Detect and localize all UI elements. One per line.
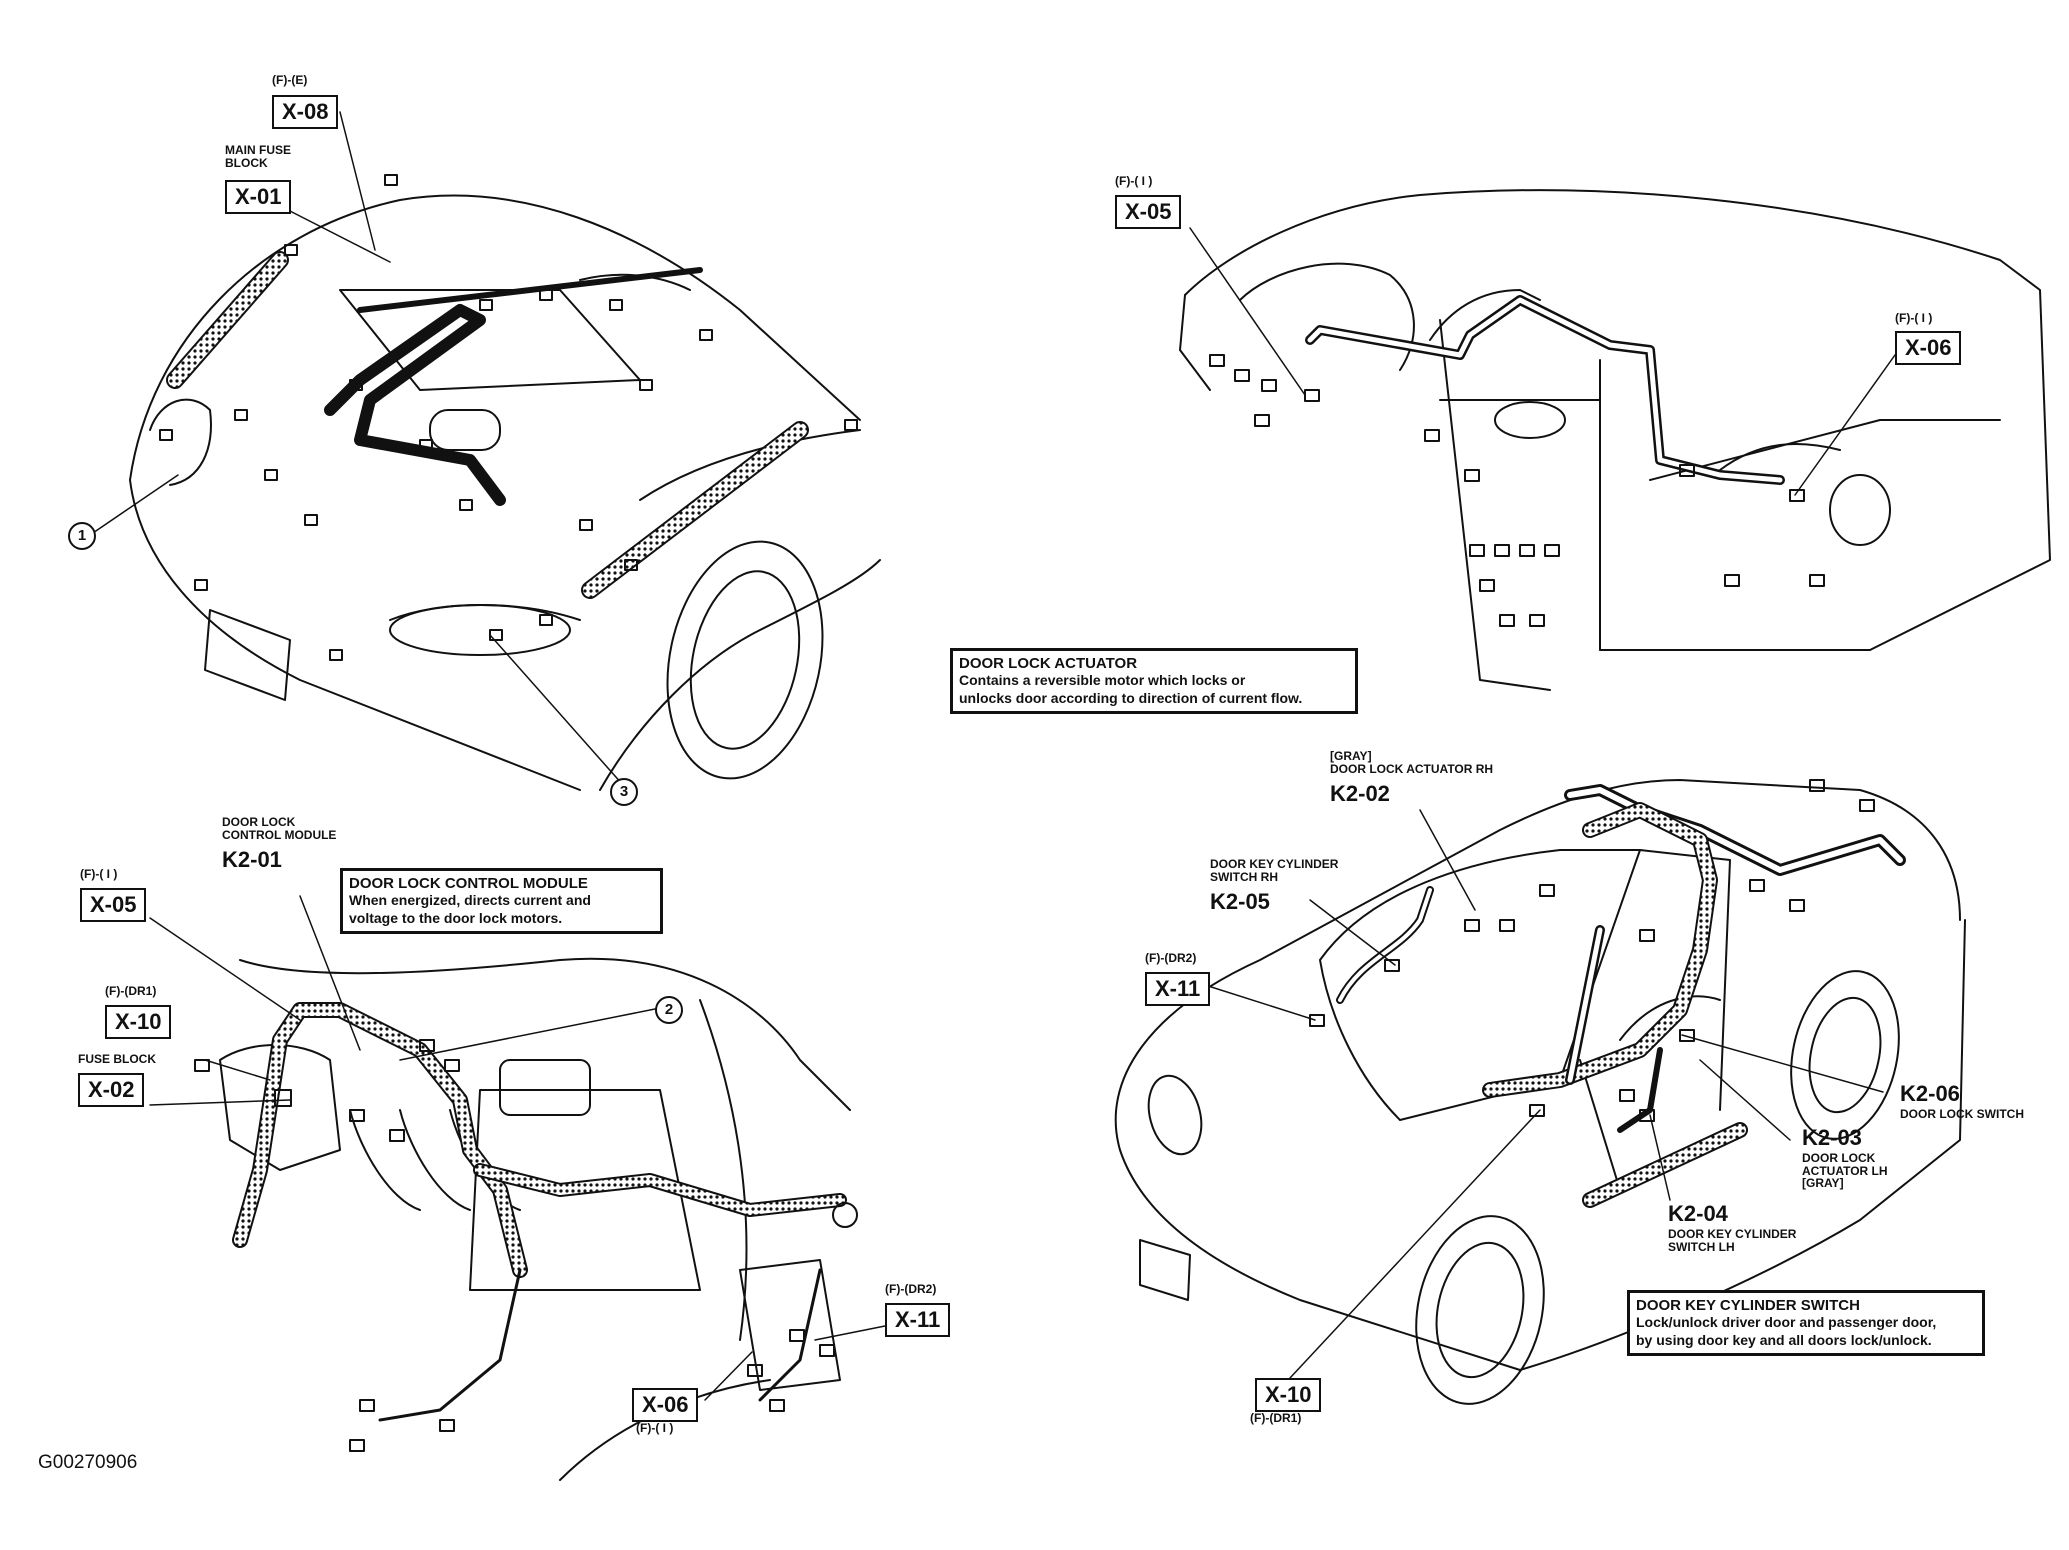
x06-location-q3: (F)-( I ) xyxy=(636,1421,674,1435)
x08-location: (F)-(E) xyxy=(272,73,308,87)
x10-connector-ref-q3: X-10 xyxy=(105,1005,172,1039)
engine-bay-illustration xyxy=(129,194,881,791)
x11-location-q3: (F)-(DR2) xyxy=(885,1282,937,1296)
x10-location-q4: (F)-(DR1) xyxy=(1250,1411,1302,1425)
harness-q3-b-fill xyxy=(475,1165,845,1215)
k2-06-code: K2-06 xyxy=(1900,1081,1960,1106)
dashboard-illustration xyxy=(219,957,851,1481)
door-lock-control-module-desc: When energized, directs current and volt… xyxy=(349,892,591,926)
k2-01-code: K2-01 xyxy=(222,847,282,872)
figure-id: G00270906 xyxy=(38,1452,138,1473)
leaders-q4 xyxy=(1204,809,1884,1379)
leaders-q2 xyxy=(1189,227,1896,496)
harness-q1-c xyxy=(357,267,703,313)
x02-connector-ref: X-02 xyxy=(78,1073,145,1107)
connectors-q4 xyxy=(1309,779,1875,1122)
callout-1: 1 xyxy=(68,522,96,550)
callout-3: 3 xyxy=(610,778,638,806)
door-lock-actuator-rh-label: [GRAY] DOOR LOCK ACTUATOR RH xyxy=(1330,749,1494,776)
connectors-q2 xyxy=(1209,354,1825,627)
door-key-cylinder-switch-desc: Lock/unlock driver door and passenger do… xyxy=(1636,1314,1937,1348)
x06-location-q2: (F)-( I ) xyxy=(1895,311,1933,325)
x01-connector-ref: X-01 xyxy=(225,180,292,214)
leaders-q1 xyxy=(89,111,624,786)
x11-location-q4: (F)-(DR2) xyxy=(1145,951,1197,965)
x06-connector-ref-q2: X-06 xyxy=(1895,331,1962,365)
main-fuse-block-label: MAIN FUSE BLOCK xyxy=(225,143,291,170)
x05-location-q3: (F)-( I ) xyxy=(80,867,118,881)
leaders-q3 xyxy=(149,895,886,1401)
x06-connector-ref-q3: X-06 xyxy=(632,1388,699,1422)
x10-location-q3: (F)-(DR1) xyxy=(105,984,157,998)
connectors-q1 xyxy=(159,174,858,661)
harness-q1-a-fill xyxy=(168,253,287,387)
harness-q1-main xyxy=(324,304,506,506)
door-lock-actuator-lh-label: DOOR LOCK ACTUATOR LH [GRAY] xyxy=(1802,1151,1888,1191)
x08-connector-ref: X-08 xyxy=(272,95,339,129)
harness-q1-b-fill xyxy=(583,423,807,597)
x05-connector-ref-q3: X-05 xyxy=(80,888,147,922)
door-lock-control-module-infobox: DOOR LOCK CONTROL MODULE When energized,… xyxy=(340,868,663,934)
door-key-cylinder-switch-infobox: DOOR KEY CYLINDER SWITCH Lock/unlock dri… xyxy=(1627,1290,1985,1356)
harness-q2-main xyxy=(1305,295,1785,485)
harness-q3-c xyxy=(378,1268,522,1422)
k2-02-code: K2-02 xyxy=(1330,781,1390,806)
x10-connector-ref-q4: X-10 xyxy=(1255,1378,1322,1412)
x11-connector-ref-q4: X-11 xyxy=(1145,972,1211,1006)
x11-connector-ref-q3: X-11 xyxy=(885,1303,951,1337)
harness-q2-inner xyxy=(1307,297,1783,483)
door-lock-switch-label: DOOR LOCK SWITCH xyxy=(1900,1107,2024,1121)
door-lock-actuator-infobox: DOOR LOCK ACTUATOR Contains a reversible… xyxy=(950,648,1358,714)
door-lock-control-module-title: DOOR LOCK CONTROL MODULE xyxy=(349,875,588,892)
callout-2: 2 xyxy=(655,996,683,1024)
k2-05-code: K2-05 xyxy=(1210,889,1270,914)
instrument-panel-illustration xyxy=(1179,189,2051,691)
door-lock-control-module-label: DOOR LOCK CONTROL MODULE xyxy=(222,815,337,842)
x05-location-q2: (F)-( I ) xyxy=(1115,174,1153,188)
fuse-block-label: FUSE BLOCK xyxy=(78,1052,156,1066)
door-lock-actuator-title: DOOR LOCK ACTUATOR xyxy=(959,655,1138,672)
door-key-cylinder-switch-lh-label: DOOR KEY CYLINDER SWITCH LH xyxy=(1668,1227,1797,1254)
x05-connector-ref-q2: X-05 xyxy=(1115,195,1182,229)
connectors-q3 xyxy=(194,1039,858,1452)
door-key-cylinder-switch-rh-label: DOOR KEY CYLINDER SWITCH RH xyxy=(1210,857,1339,884)
k2-04-code: K2-04 xyxy=(1668,1201,1728,1226)
door-lock-actuator-desc: Contains a reversible motor which locks … xyxy=(959,672,1303,706)
k2-03-code: K2-03 xyxy=(1802,1125,1862,1150)
door-key-cylinder-switch-title: DOOR KEY CYLINDER SWITCH xyxy=(1636,1297,1860,1314)
